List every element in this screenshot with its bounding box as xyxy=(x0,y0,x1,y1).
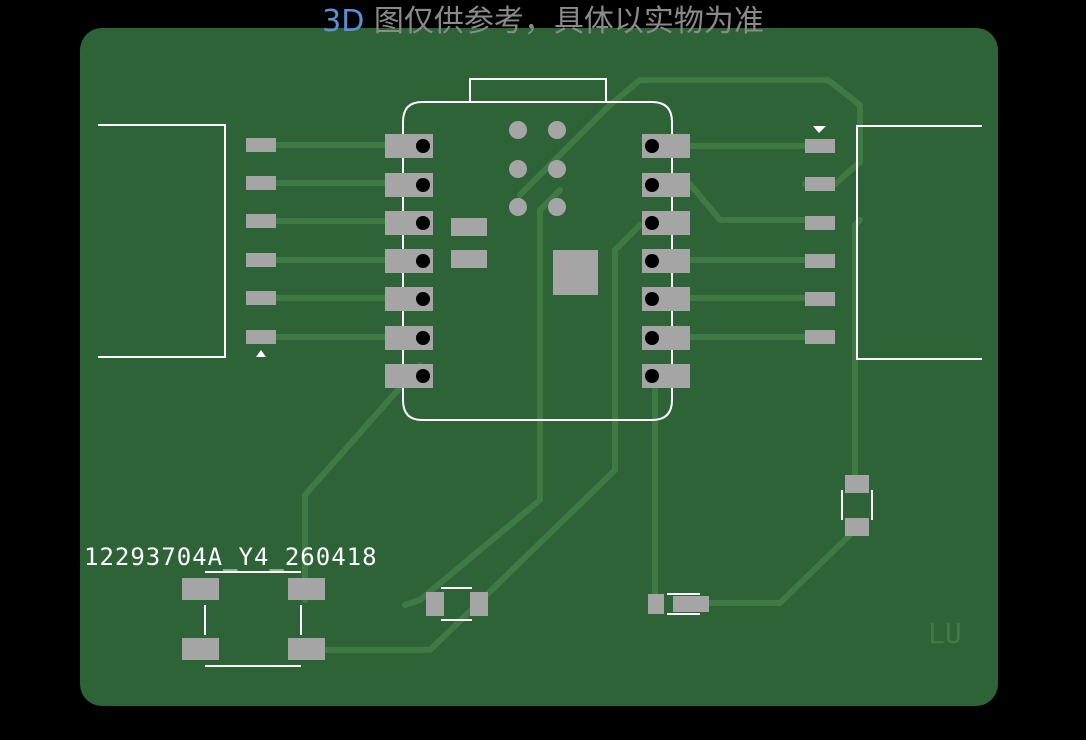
right-connector-outline xyxy=(856,125,982,360)
banner-text: 图仅供参考，具体以实物为准 xyxy=(364,4,764,39)
smd-pads xyxy=(182,121,869,660)
module-outline xyxy=(402,101,673,421)
board-watermark: LU xyxy=(928,617,962,650)
banner-accent: 3D xyxy=(322,4,365,39)
copper-traces xyxy=(272,77,863,653)
trace xyxy=(852,217,863,483)
drill-holes xyxy=(416,139,659,383)
trace xyxy=(312,222,643,653)
silkscreen xyxy=(98,78,982,667)
disclaimer-banner: 3D 图仅供参考，具体以实物为准 xyxy=(0,2,1086,42)
trace xyxy=(697,527,858,606)
module-tab-outline xyxy=(469,78,607,102)
pin1-marker-right xyxy=(813,126,826,133)
trace xyxy=(402,187,563,608)
board-label: 12293704A_Y4_260418 xyxy=(84,543,378,571)
pin1-marker-left xyxy=(256,350,266,357)
trace xyxy=(517,77,863,198)
trace xyxy=(302,362,423,603)
left-connector-outline xyxy=(98,124,226,358)
